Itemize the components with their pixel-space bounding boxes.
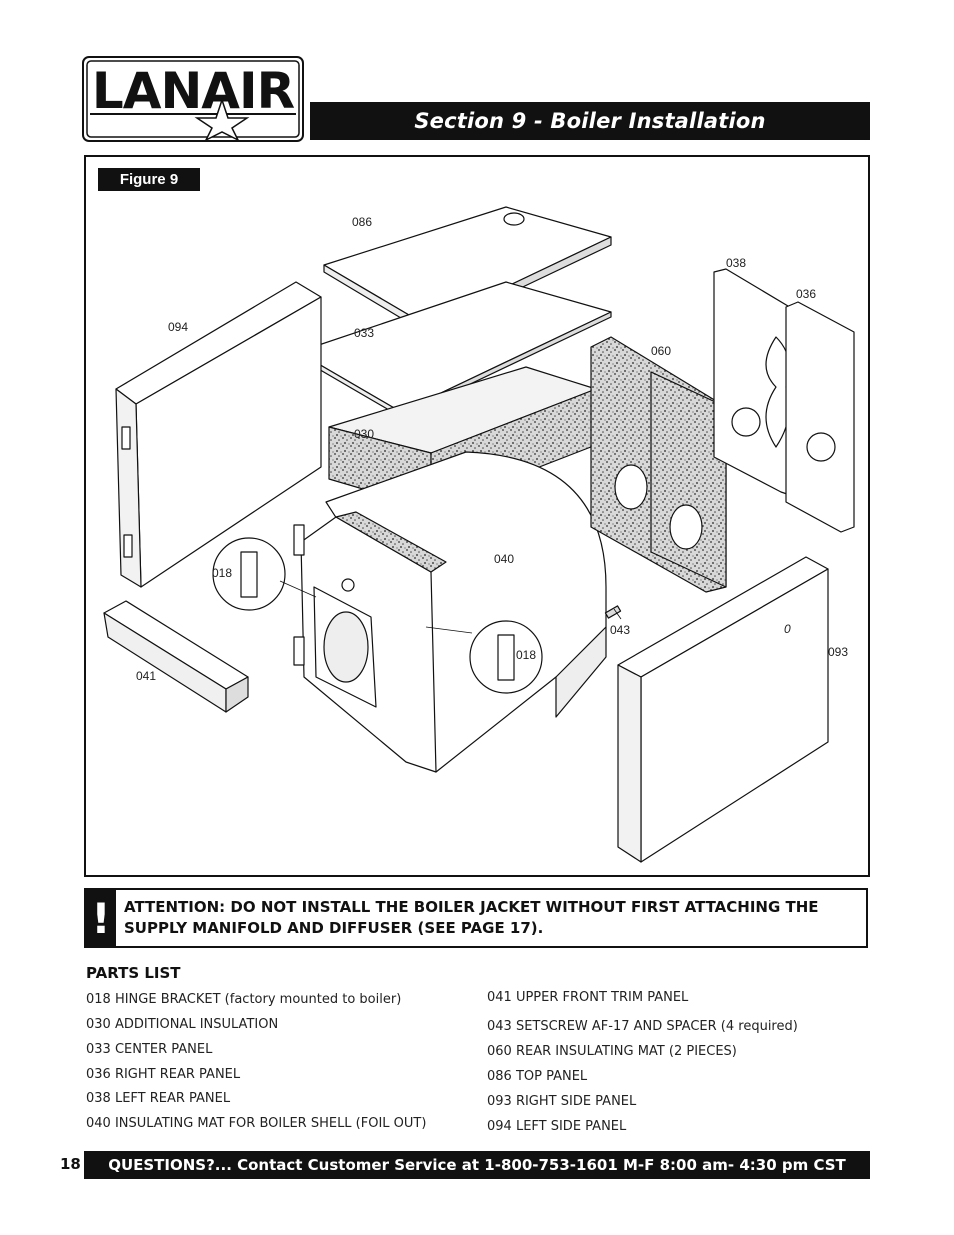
label-040: 040 — [494, 552, 514, 566]
label-094: 094 — [168, 320, 188, 334]
label-030: 030 — [354, 427, 374, 441]
label-018b: 018 — [516, 648, 536, 662]
part-item: 018 HINGE BRACKET (factory mounted to bo… — [86, 992, 402, 1007]
exploded-boiler-diagram: 086 038 036 094 033 060 030 040 018 018 … — [103, 206, 855, 863]
part-item: 094 LEFT SIDE PANEL — [487, 1119, 627, 1134]
right-rear-panel-036 — [785, 301, 855, 533]
part-item: 030 ADDITIONAL INSULATION — [86, 1017, 279, 1032]
label-060: 060 — [651, 344, 671, 358]
part-item: 043 SETSCREW AF-17 AND SPACER (4 require… — [487, 1019, 798, 1034]
label-093: 093 — [828, 645, 848, 659]
section-header-bar: Section 9 - Boiler Installation — [310, 102, 870, 140]
section-title: Section 9 - Boiler Installation — [414, 109, 766, 133]
setscrew-043 — [604, 605, 622, 619]
warning-exclamation-icon: ! — [86, 890, 116, 946]
label-041: 041 — [136, 669, 156, 683]
label-086: 086 — [352, 215, 372, 229]
footer-contact-text: QUESTIONS?... Contact Customer Service a… — [108, 1156, 846, 1174]
part-item: 041 UPPER FRONT TRIM PANEL — [487, 990, 689, 1005]
attention-text: ATTENTION: DO NOT INSTALL THE BOILER JAC… — [124, 898, 819, 937]
label-036: 036 — [796, 287, 816, 301]
label-018a: 018 — [212, 566, 232, 580]
part-item: 086 TOP PANEL — [487, 1069, 588, 1084]
part-item: 040 INSULATING MAT FOR BOILER SHELL (FOI… — [86, 1116, 427, 1131]
logo-text: LANAIR — [92, 62, 295, 120]
parts-list-title: PARTS LIST — [86, 964, 181, 982]
attention-box — [84, 888, 868, 948]
part-item: 093 RIGHT SIDE PANEL — [487, 1094, 637, 1109]
part-item: 060 REAR INSULATING MAT (2 PIECES) — [487, 1044, 737, 1059]
part-item: 038 LEFT REAR PANEL — [86, 1091, 231, 1106]
lanair-logo: LANAIR — [82, 56, 304, 142]
label-038: 038 — [726, 256, 746, 270]
part-item: 033 CENTER PANEL — [86, 1042, 213, 1057]
page-number: 18 — [60, 1155, 81, 1173]
label-043: 043 — [610, 623, 630, 637]
part-item: 036 RIGHT REAR PANEL — [86, 1067, 241, 1082]
label-033: 033 — [354, 326, 374, 340]
figure-frame — [84, 155, 870, 877]
figure-tag: Figure 9 — [98, 168, 200, 191]
label-0: 0 — [784, 622, 791, 636]
footer-bar: QUESTIONS?... Contact Customer Service a… — [84, 1151, 870, 1179]
